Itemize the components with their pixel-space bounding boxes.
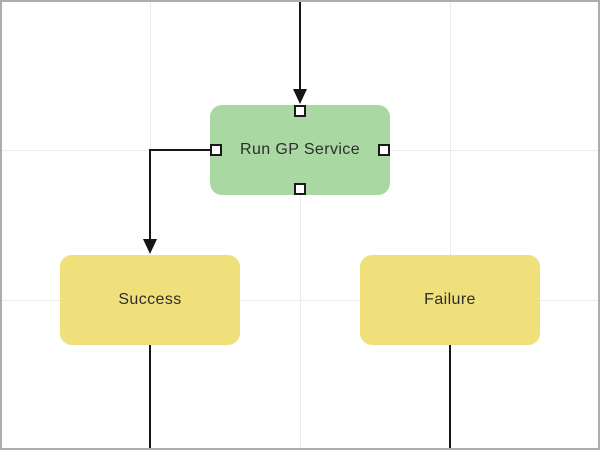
connection-handle-bottom[interactable]	[294, 183, 306, 195]
node-label: Failure	[424, 291, 476, 308]
node-failure[interactable]: Failure	[360, 255, 540, 345]
node-success[interactable]: Success	[60, 255, 240, 345]
connection-handle-top[interactable]	[294, 105, 306, 117]
arrowhead-icon	[143, 239, 157, 254]
connection-handle-right[interactable]	[378, 144, 390, 156]
node-run-gp-service[interactable]: Run GP Service	[210, 105, 390, 195]
connector-top-to-run-gp-service[interactable]	[293, 0, 307, 104]
connector-line	[149, 149, 213, 240]
node-label: Run GP Service	[239, 141, 361, 158]
connector-run-gp-service-to-success[interactable]	[143, 149, 213, 254]
node-label: Success	[118, 291, 182, 308]
arrowhead-icon	[293, 89, 307, 104]
connection-handle-left[interactable]	[210, 144, 222, 156]
